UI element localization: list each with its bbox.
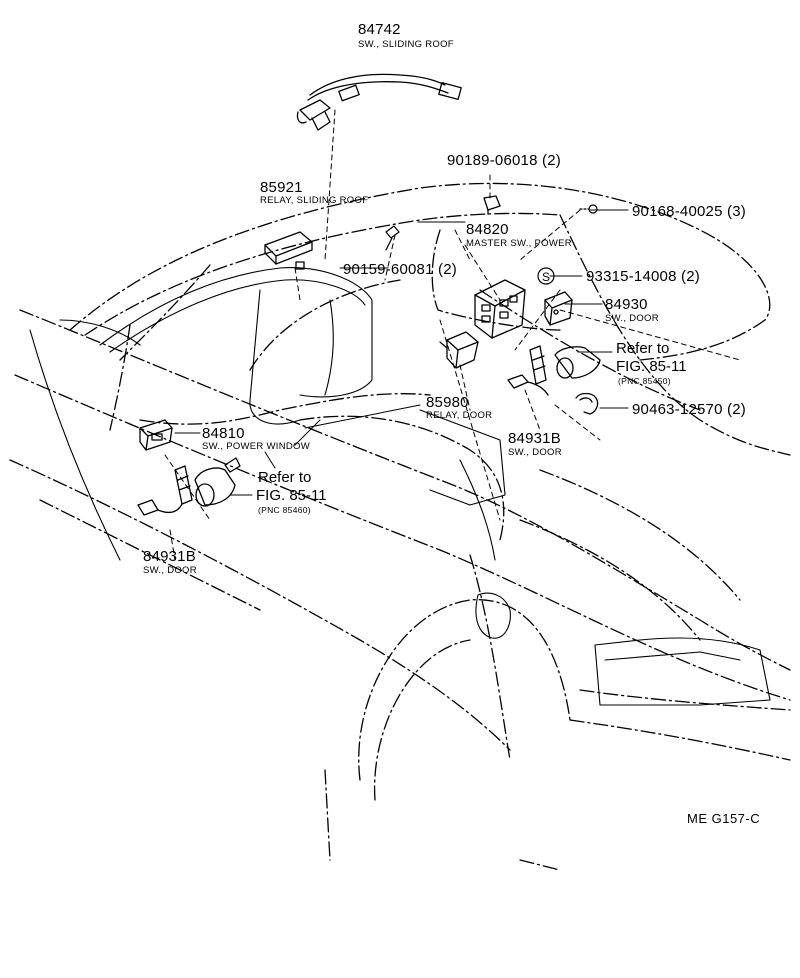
door-switch-84931b-right-part: [508, 346, 600, 395]
part-number-84742: 84742: [358, 21, 401, 38]
part-desc-84742: SW., SLIDING ROOF: [358, 39, 454, 50]
part-number-90159-value: 90159-60081: [343, 261, 434, 278]
part-desc-84931b-right: SW., DOOR: [508, 447, 562, 458]
sliding-roof-relay-part: [265, 232, 312, 269]
part-qty-93315: (2): [681, 268, 700, 285]
refer-to-right-line1: Refer to: [616, 340, 670, 357]
leader-lines: [165, 110, 740, 560]
part-desc-84930: SW., DOOR: [605, 313, 659, 324]
part-number-90189: 90189-06018 (2): [447, 153, 561, 168]
part-number-85980: 85980: [426, 394, 469, 411]
part-number-93315-value: 93315-14008: [586, 268, 677, 285]
refer-to-left-line2[interactable]: FIG. 85-11: [256, 487, 327, 504]
sliding-roof-switch-part: [297, 74, 461, 130]
refer-to-left-pnc: (PNC 85460): [258, 505, 311, 515]
part-qty-90463: (2): [727, 401, 746, 418]
part-desc-85980: RELAY, DOOR: [426, 410, 493, 421]
part-number-90159: 90159-60081 (2): [343, 262, 457, 277]
part-number-90168: 90168-40025 (3): [632, 204, 746, 219]
refer-to-right-pnc: (PNC 85450): [618, 376, 671, 386]
part-number-90168-value: 90168-40025: [632, 203, 723, 220]
part-desc-85921: RELAY, SLIDING ROOF: [260, 195, 369, 206]
part-number-93315: 93315-14008 (2): [586, 269, 700, 284]
part-desc-84820: MASTER SW., POWER: [466, 238, 572, 249]
part-number-90463-value: 90463-12570: [632, 401, 723, 418]
refer-to-right-line2[interactable]: FIG. 85-11: [616, 358, 687, 375]
door-switch-84930-part: [545, 292, 572, 325]
diagram-code: ME G157-C: [687, 811, 761, 826]
part-number-90463: 90463-12570 (2): [632, 402, 746, 417]
master-switch-part: [475, 280, 525, 338]
part-number-84820: 84820: [466, 221, 509, 238]
power-window-switch-part: [140, 420, 172, 450]
part-number-85921: 85921: [260, 179, 303, 196]
interior-shapes: [30, 268, 770, 705]
part-qty-90159: (2): [438, 261, 457, 278]
screw-90159-part: [386, 226, 399, 250]
screw-90168-part: [580, 205, 597, 213]
part-number-84931b-left: 84931B: [143, 548, 196, 565]
car-body-outline: [10, 183, 790, 870]
part-qty-90168: (3): [727, 203, 746, 220]
door-switch-84931b-left-part: [138, 458, 240, 515]
door-relay-part: [440, 332, 478, 368]
part-desc-84810: SW., POWER WINDOW: [202, 441, 311, 452]
callout-leaders: [175, 210, 628, 495]
part-number-84930: 84930: [605, 296, 648, 313]
part-number-84810: 84810: [202, 425, 245, 442]
part-desc-84931b-left: SW., DOOR: [143, 565, 197, 576]
refer-to-left-line1: Refer to: [258, 469, 312, 486]
clip-90463-part: [576, 394, 598, 415]
part-number-84931b-right: 84931B: [508, 430, 561, 447]
bolt-90189-part: [484, 196, 500, 214]
s-symbol-circle: [538, 268, 554, 284]
part-qty-90189: (2): [542, 152, 561, 169]
s-symbol-letter: S: [542, 270, 550, 284]
part-number-90189-value: 90189-06018: [447, 152, 538, 169]
